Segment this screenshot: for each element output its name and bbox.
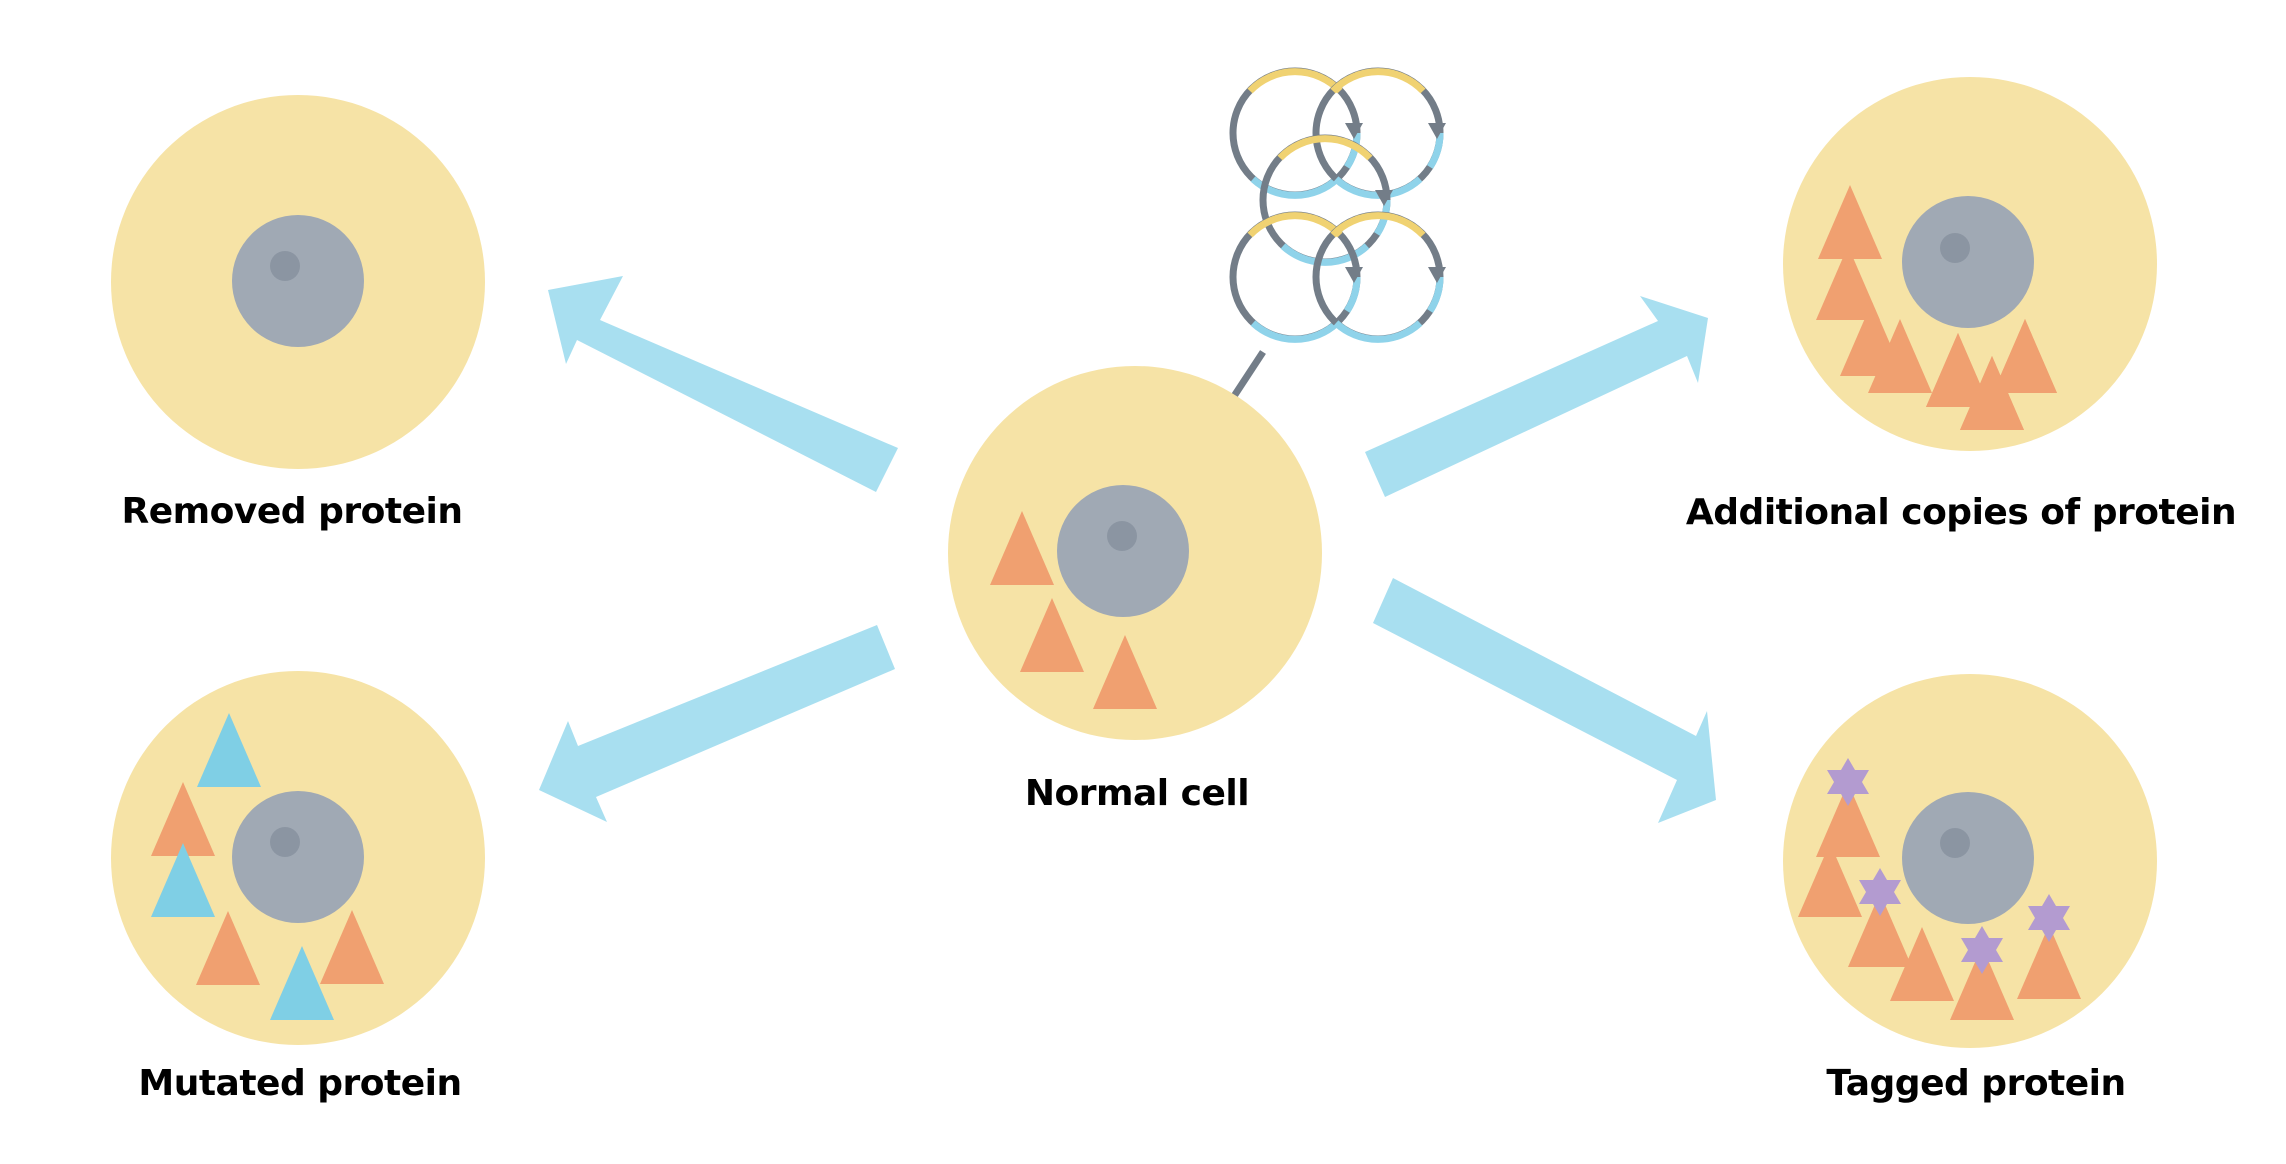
arrow-to-additional xyxy=(1365,296,1708,497)
normal-cell-label: Normal cell xyxy=(1025,773,1249,814)
removed-protein-cell xyxy=(111,95,485,469)
mutated-protein-cell xyxy=(111,671,485,1045)
nucleolus xyxy=(1107,521,1137,551)
nucleus xyxy=(232,791,364,923)
tagged-protein-cell xyxy=(1783,674,2157,1048)
nucleus xyxy=(232,215,364,347)
mutated-protein-label: Mutated protein xyxy=(138,1063,461,1104)
nucleolus xyxy=(270,251,300,281)
nucleus xyxy=(1057,485,1189,617)
arrow-to-tagged xyxy=(1373,578,1716,823)
nucleus xyxy=(1902,196,2034,328)
nucleus xyxy=(1902,792,2034,924)
nucleolus xyxy=(1940,828,1970,858)
normal-cell xyxy=(948,366,1322,740)
removed-protein-label: Removed protein xyxy=(122,491,463,532)
additional-copies-cell xyxy=(1783,77,2157,451)
plasmid-icon xyxy=(1233,71,1446,339)
nucleolus xyxy=(1940,233,1970,263)
arrow-to-mutated xyxy=(539,625,895,822)
additional-copies-label: Additional copies of protein xyxy=(1686,492,2236,533)
tagged-protein-label: Tagged protein xyxy=(1826,1063,2125,1104)
arrow-to-removed xyxy=(548,276,898,492)
nucleolus xyxy=(270,827,300,857)
